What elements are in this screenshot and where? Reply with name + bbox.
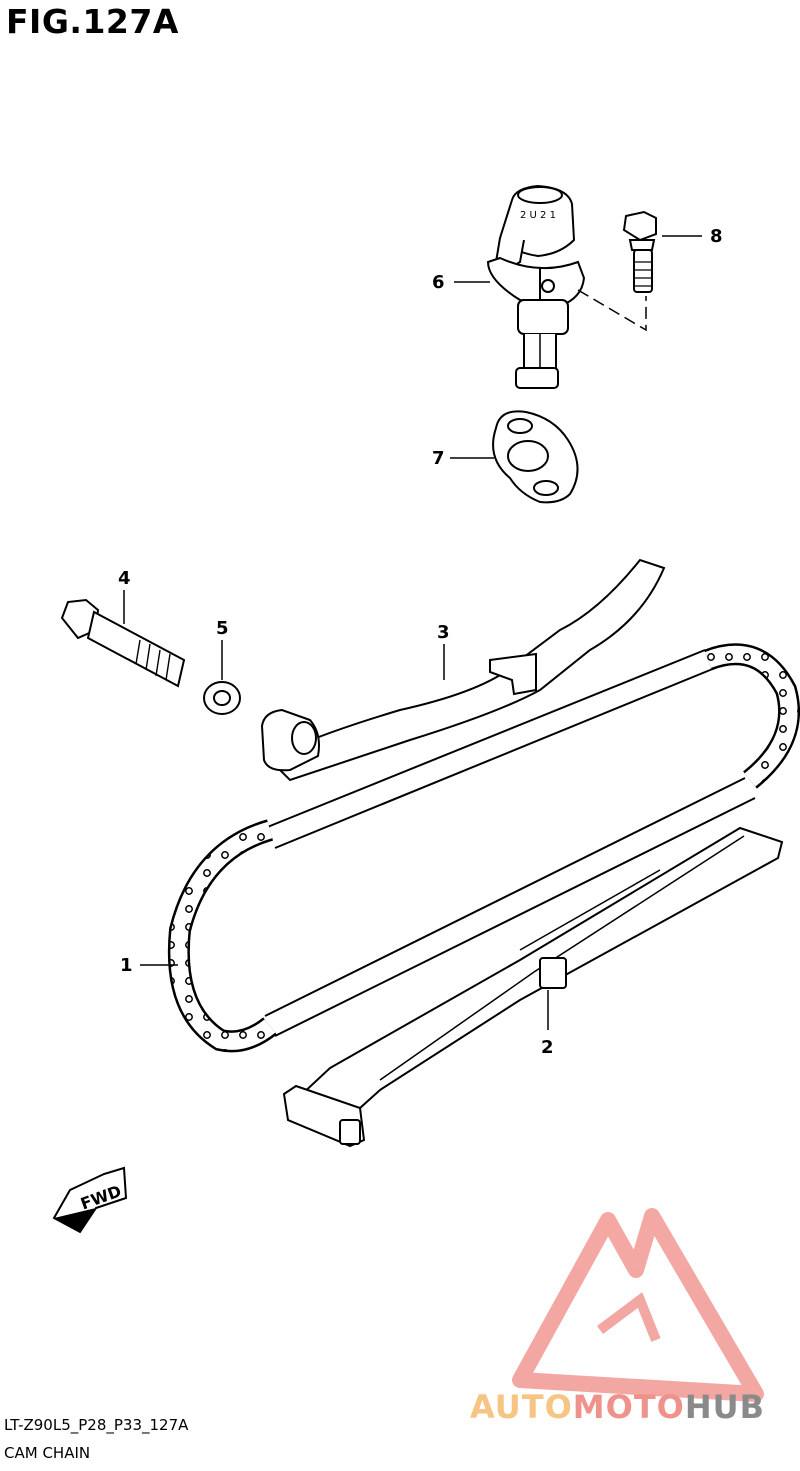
callout-8: 8 [710, 226, 723, 247]
watermark-moto: MOTO [572, 1388, 685, 1426]
forward-arrow-icon: FWD [52, 1166, 128, 1234]
guide-bolt-part-4 [60, 598, 186, 688]
tensioner-guide-part-3 [260, 558, 666, 782]
callout-1: 1 [120, 955, 133, 976]
callout-5: 5 [216, 618, 229, 639]
callout-7: 7 [432, 448, 445, 469]
callout-4: 4 [118, 568, 131, 589]
watermark-auto: AUTO [470, 1388, 573, 1426]
callout-6: 6 [432, 272, 445, 293]
callout-2: 2 [541, 1037, 554, 1058]
callout-3: 3 [437, 622, 450, 643]
figure-name: CAM CHAIN [4, 1444, 91, 1462]
assembly-guide-line [577, 289, 647, 332]
gasket-part-7 [492, 410, 579, 504]
svg-text:2 U 2 1: 2 U 2 1 [520, 210, 556, 221]
figure-title: FIG.127A [6, 2, 179, 41]
chain-guide-part-2 [282, 826, 784, 1148]
leader-lines [123, 235, 702, 1030]
watermark-hub: HUB [684, 1388, 766, 1426]
watermark-text: AUTOMOTOHUB [470, 1388, 765, 1426]
chain-break-marks [469, 731, 536, 901]
automotohub-logo-icon [512, 1208, 764, 1402]
cam-chain-part-1 [167, 643, 800, 1053]
figure-code: LT-Z90L5_P28_P33_127A [4, 1416, 189, 1434]
tensioner-bolt-part-8 [622, 210, 657, 293]
washer-part-5 [203, 681, 241, 715]
chain-tensioner-part-6: 2 U 2 1 [486, 184, 586, 389]
